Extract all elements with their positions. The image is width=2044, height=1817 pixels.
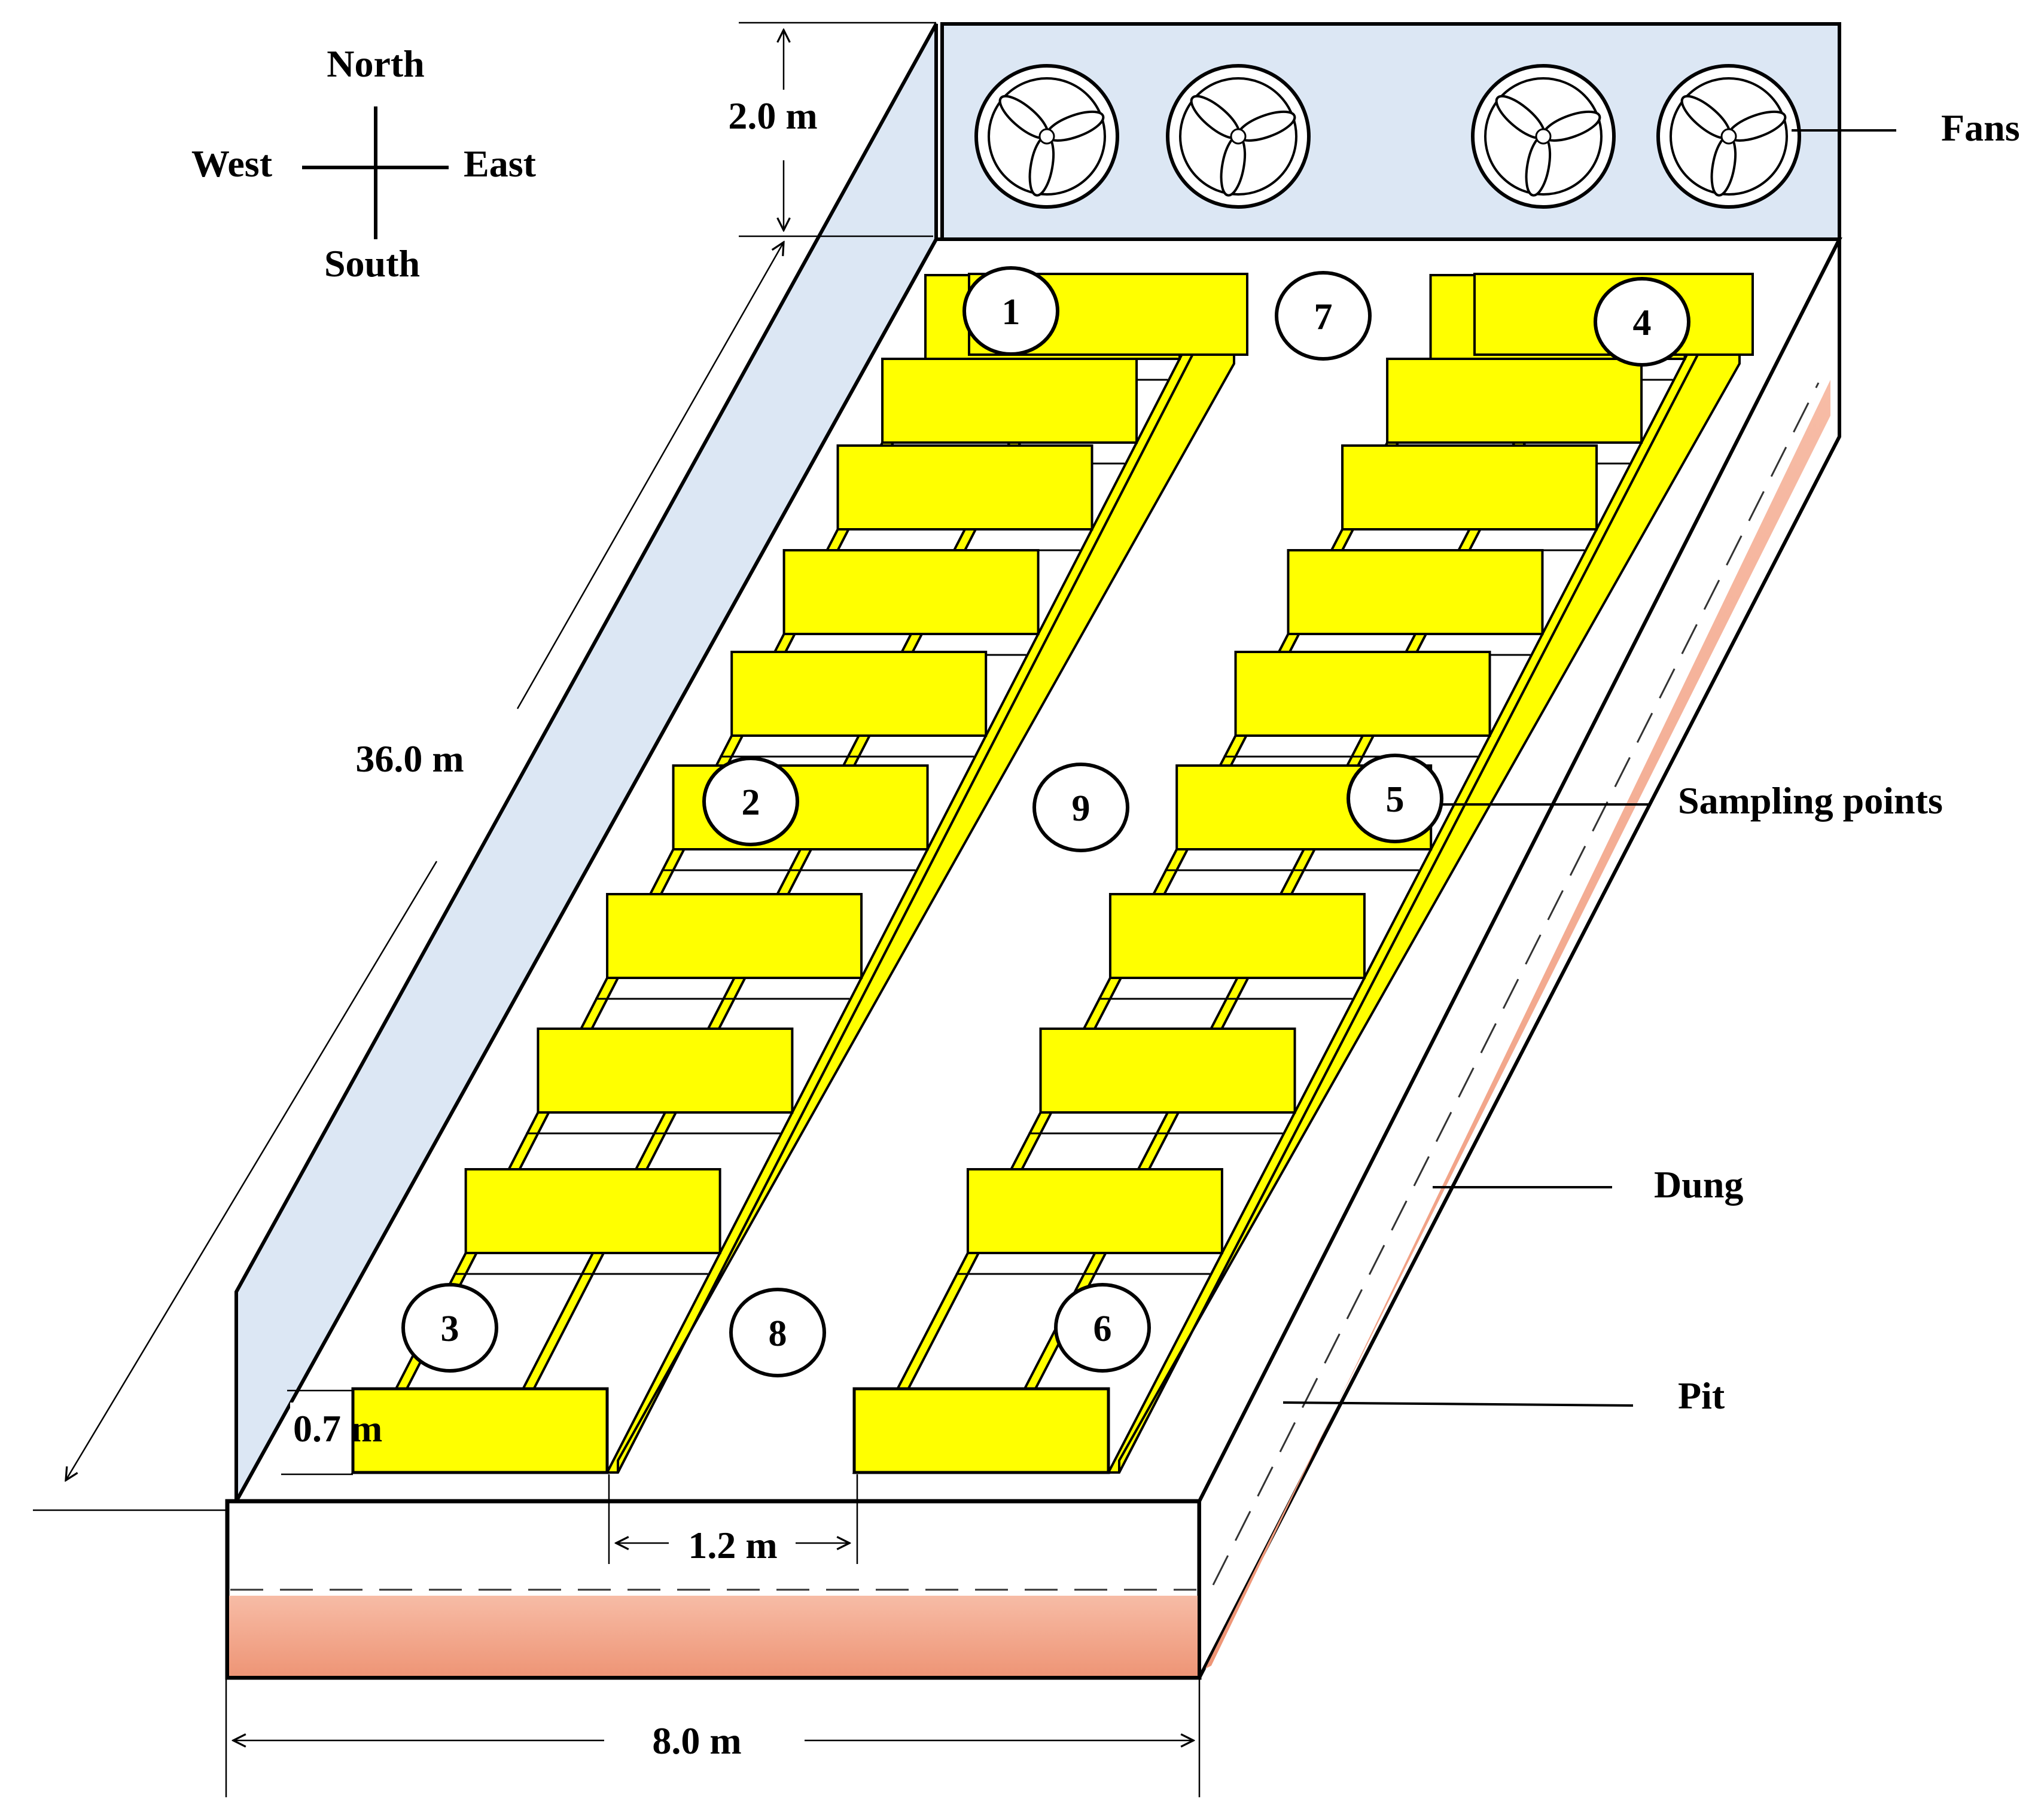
cage-partition xyxy=(1108,893,1366,979)
fan-icon xyxy=(974,64,1119,209)
sampling-point-3: 3 xyxy=(401,1283,498,1373)
sampling-point-6: 6 xyxy=(1054,1283,1151,1373)
compass-north: North xyxy=(327,42,425,85)
dung-label: Dung xyxy=(1654,1163,1743,1206)
sampling-point-number: 4 xyxy=(1633,303,1652,343)
sampling-point-number: 2 xyxy=(742,782,760,823)
cage-width-dimension: 0.7 m xyxy=(281,1389,382,1475)
length-label: 36.0 m xyxy=(355,737,464,780)
fans-label: Fans xyxy=(1941,106,2020,149)
house-width-label: 8.0 m xyxy=(652,1720,741,1762)
cage-rows xyxy=(351,273,1754,1474)
aisle-width-dimension: 1.2 m xyxy=(608,1474,858,1566)
sampling-point-number: 3 xyxy=(441,1309,459,1349)
cage-partition xyxy=(730,651,988,737)
fan-height-label: 2.0 m xyxy=(728,94,817,137)
length-dimension: 36.0 m xyxy=(33,242,784,1511)
house-width-dimension: 8.0 m xyxy=(225,1678,1201,1797)
cage-side-band xyxy=(1118,273,1741,1473)
cage-side-band xyxy=(617,273,1235,1473)
cage-partition xyxy=(966,1168,1223,1254)
sampling-point-markers: 1 2 3 4 5 6 7 8 9 xyxy=(401,266,1690,1377)
dung-layer-front xyxy=(229,1596,1198,1676)
cage-partition xyxy=(606,893,863,979)
compass-south: South xyxy=(324,242,420,285)
sampling-point-number: 5 xyxy=(1386,779,1405,820)
west-wall xyxy=(234,23,938,1508)
cage-partition xyxy=(1341,444,1598,531)
fan-icon xyxy=(1471,64,1616,209)
pit-level-dashed-east xyxy=(1212,382,1820,1586)
cage-width-label: 0.7 m xyxy=(293,1407,382,1450)
compass-east: East xyxy=(464,142,537,185)
compass-rose: North South West East xyxy=(191,42,537,285)
cage-partition xyxy=(782,549,1040,635)
pit-label: Pit xyxy=(1678,1374,1725,1417)
sampling-points-label: Sampling points xyxy=(1678,779,1943,822)
cage-front-end xyxy=(351,1387,609,1474)
fan-height-dimension: 2.0 m xyxy=(728,22,936,237)
cage-row-2 xyxy=(852,273,1754,1474)
compass-west: West xyxy=(191,142,273,185)
fan-icon xyxy=(1166,64,1311,209)
sampling-point-9: 9 xyxy=(1032,763,1129,852)
cage-partition xyxy=(1386,358,1643,444)
fan-row xyxy=(974,64,1801,209)
cage-partition xyxy=(537,1028,794,1114)
house-east-face xyxy=(1198,238,1841,1679)
aisle-width-label: 1.2 m xyxy=(688,1524,777,1566)
fan-icon xyxy=(1656,64,1801,209)
sampling-point-5: 5 xyxy=(1347,754,1443,843)
sampling-point-number: 6 xyxy=(1093,1309,1112,1349)
sampling-point-number: 8 xyxy=(769,1313,787,1354)
cage-partition xyxy=(464,1168,721,1254)
sampling-point-number: 1 xyxy=(1002,292,1021,333)
cage-partition xyxy=(1287,549,1544,635)
sampling-point-7: 7 xyxy=(1275,271,1372,361)
sampling-point-2: 2 xyxy=(702,757,799,846)
cage-front-end xyxy=(852,1387,1110,1474)
cage-partition xyxy=(881,358,1138,444)
sampling-point-4: 4 xyxy=(1594,277,1690,367)
sampling-point-number: 7 xyxy=(1314,297,1333,337)
cage-partition xyxy=(836,444,1093,531)
cage-row-1 xyxy=(351,273,1248,1474)
cage-partition xyxy=(1234,651,1491,737)
callouts: Fans Sampling points Dung Pit xyxy=(1283,106,2020,1417)
sampling-point-number: 9 xyxy=(1072,788,1090,829)
sampling-point-1: 1 xyxy=(962,266,1059,356)
cage-partition xyxy=(1039,1028,1296,1114)
sampling-point-8: 8 xyxy=(729,1288,826,1377)
